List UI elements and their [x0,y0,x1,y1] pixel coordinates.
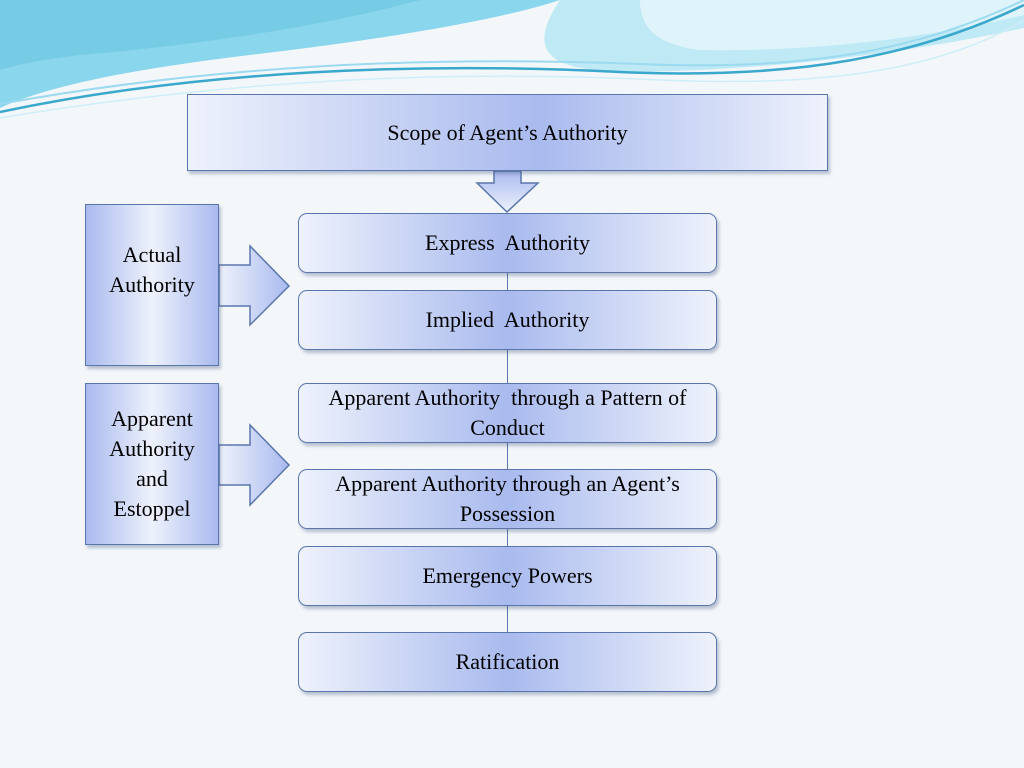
item-implied-authority: Implied Authority [298,290,717,350]
item-emergency-powers: Emergency Powers [298,546,717,606]
down-arrow-icon [475,170,540,214]
item-label: Emergency Powers [422,563,593,588]
item-apparent-possession: Apparent Authority through an Agent’s Po… [298,469,717,529]
item-label: Apparent Authority through an Agent’s Po… [335,471,680,526]
right-arrow-icon-actual [218,244,291,327]
group-label: Actual Authority [109,242,195,297]
group-label: Apparent Authority and Estoppel [109,406,195,521]
item-apparent-pattern: Apparent Authority through a Pattern of … [298,383,717,443]
group-box-actual-authority: Actual Authority [85,204,219,366]
item-express-authority: Express Authority [298,213,717,273]
item-label: Ratification [455,649,560,674]
group-box-apparent-authority: Apparent Authority and Estoppel [85,383,219,545]
item-label: Express Authority [425,229,590,255]
wave-decoration [0,0,1024,119]
item-label: Apparent Authority through a Pattern of … [328,385,693,440]
item-label: Implied Authority [425,307,590,332]
item-ratification: Ratification [298,632,717,692]
title-box: Scope of Agent’s Authority [187,94,828,171]
diagram-title: Scope of Agent’s Authority [387,119,628,145]
right-arrow-icon-apparent [218,423,291,507]
connector-line [507,272,508,632]
